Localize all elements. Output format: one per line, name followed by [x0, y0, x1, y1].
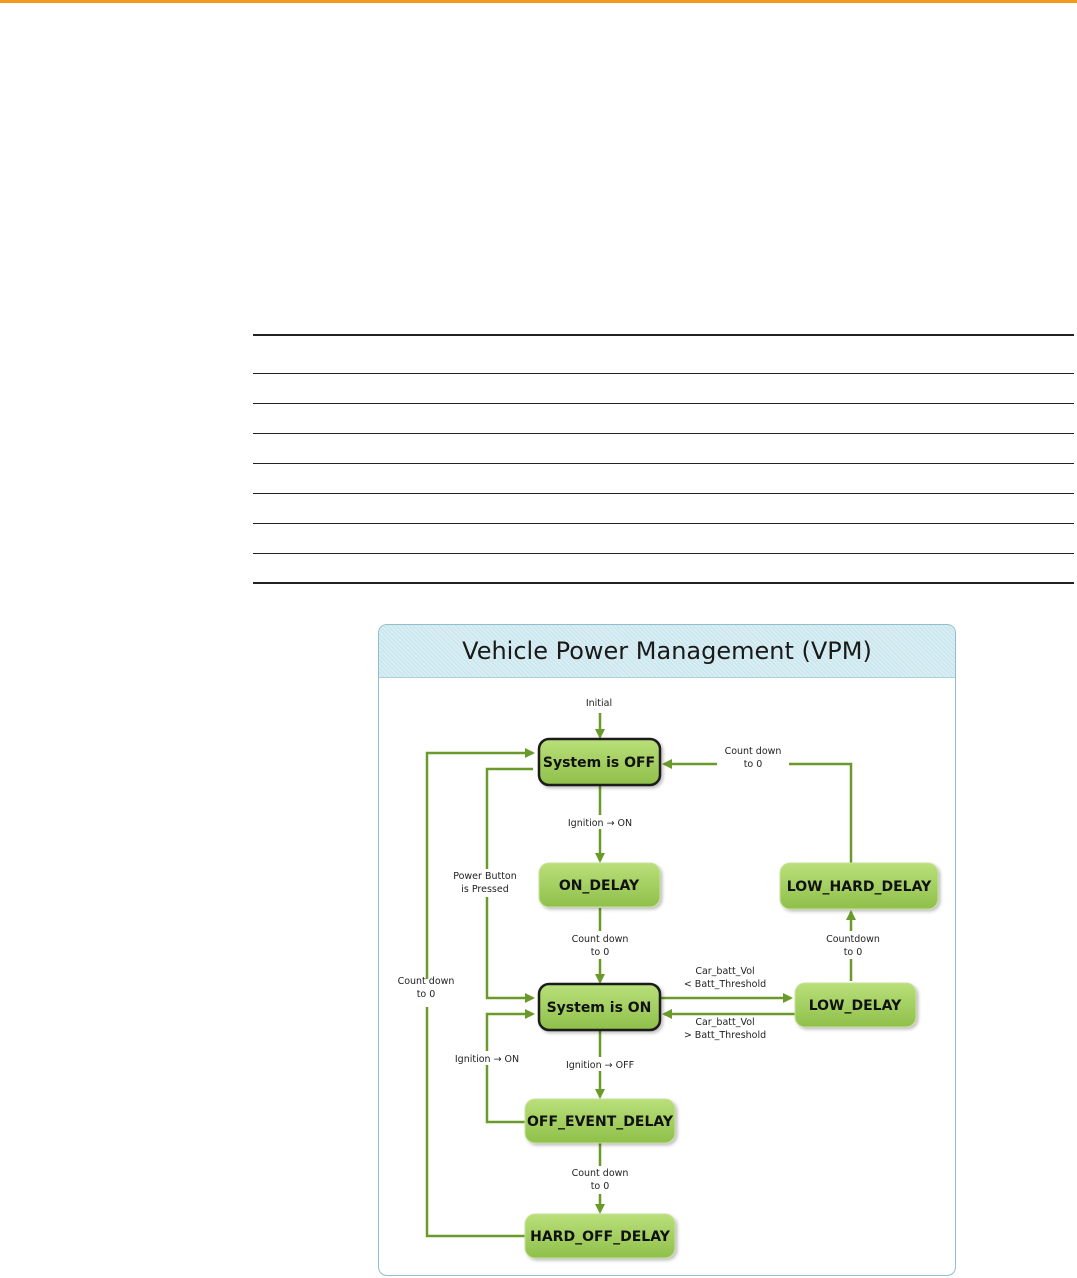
table-rule — [253, 493, 1074, 494]
label-masks — [393, 743, 881, 1194]
table-rule — [253, 523, 1074, 524]
arrow-ignition-on-return — [485, 1009, 535, 1124]
state-on-delay: ON_DELAY — [538, 862, 661, 908]
count-down-label: Count down — [572, 1168, 629, 1179]
figure-header: Vehicle Power Management (VPM) — [379, 625, 955, 678]
state-label: System is ON — [547, 1000, 652, 1016]
state-system-off: System is OFF — [537, 737, 662, 787]
initial-label: Initial — [586, 698, 612, 709]
state-diagram: System is OFF ON_DELAY System is ON OFF_… — [393, 698, 939, 1259]
count-down-label: Count down — [572, 934, 629, 945]
count-down-label: to 0 — [417, 989, 436, 1000]
vpm-figure: Vehicle Power Management (VPM) — [378, 624, 956, 1276]
top-accent-rule — [0, 0, 1077, 3]
ignition-off-label: Ignition → OFF — [566, 1060, 634, 1071]
power-button-label: Power Button — [453, 871, 517, 882]
table-rule — [253, 433, 1074, 434]
table-rule — [253, 463, 1074, 464]
table-rule — [253, 373, 1074, 374]
count-down-label: Count down — [398, 976, 455, 987]
countdown-label: to 0 — [844, 947, 863, 958]
transition-labels: Initial Ignition → ON Count down to 0 Po… — [398, 698, 880, 1192]
arrow-low-hard-to-off — [662, 759, 853, 863]
table-rule — [253, 334, 1074, 336]
state-label: OFF_EVENT_DELAY — [527, 1114, 674, 1130]
transition-arrows — [425, 713, 856, 1238]
state-label: System is OFF — [543, 755, 655, 771]
table-rule — [253, 582, 1074, 584]
ignition-on-label: Ignition → ON — [568, 818, 632, 829]
state-label: LOW_DELAY — [809, 998, 902, 1014]
state-label: LOW_HARD_DELAY — [787, 879, 932, 895]
countdown-label: Countdown — [826, 934, 880, 945]
table-rule — [253, 553, 1074, 554]
battery-low-label: < Batt_Threshold — [684, 979, 766, 990]
state-hard-off-delay: HARD_OFF_DELAY — [524, 1213, 676, 1259]
state-label: HARD_OFF_DELAY — [530, 1229, 671, 1245]
count-down-label: to 0 — [591, 947, 610, 958]
state-low-hard-delay: LOW_HARD_DELAY — [779, 862, 939, 910]
state-low-delay: LOW_DELAY — [794, 982, 917, 1028]
battery-low-label: Car_batt_Vol — [695, 966, 754, 977]
state-off-event-delay: OFF_EVENT_DELAY — [524, 1098, 676, 1144]
count-down-label: to 0 — [591, 1181, 610, 1192]
count-down-label: to 0 — [744, 759, 763, 770]
count-down-label: Count down — [725, 746, 782, 757]
table-rule — [253, 403, 1074, 404]
state-label: ON_DELAY — [559, 878, 640, 894]
battery-high-label: Car_batt_Vol — [695, 1017, 754, 1028]
power-button-label: is Pressed — [461, 884, 509, 895]
battery-high-label: > Batt_Threshold — [684, 1030, 766, 1041]
ignition-on-label: Ignition → ON — [455, 1054, 519, 1065]
state-system-on: System is ON — [537, 982, 662, 1032]
figure-title: Vehicle Power Management (VPM) — [462, 637, 872, 665]
state-nodes: System is OFF ON_DELAY System is ON OFF_… — [524, 737, 939, 1259]
